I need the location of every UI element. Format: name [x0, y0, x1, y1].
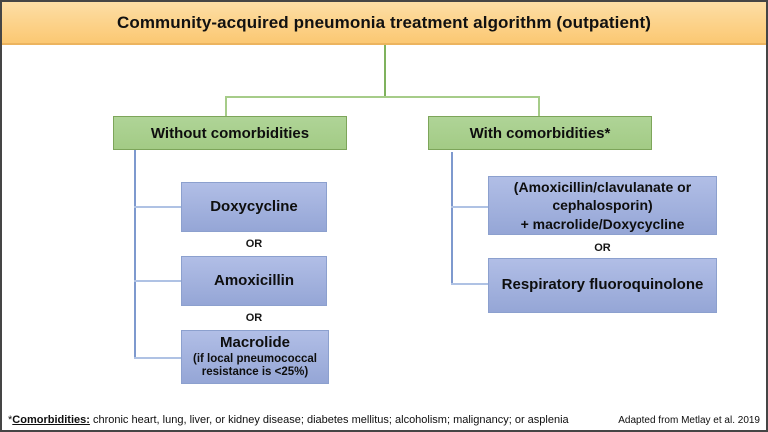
footnote-row: *Comorbidities: chronic heart, lung, liv… [8, 414, 760, 426]
connector-left-branch-2 [134, 280, 181, 282]
node-label: Macrolide [219, 333, 291, 351]
or-separator-left-2: OR [245, 312, 263, 324]
source-attribution: Adapted from Metlay et al. 2019 [618, 415, 760, 426]
node-macrolide: Macrolide (if local pneumococcal resista… [181, 330, 329, 384]
connector-branch-horizontal [225, 96, 540, 98]
node-label: Respiratory fluoroquinolone [501, 276, 704, 294]
title-banner: Community-acquired pneumonia treatment a… [2, 2, 766, 45]
or-separator-left-1: OR [245, 238, 263, 250]
or-separator-right: OR [594, 242, 611, 254]
node-doxycycline: Doxycycline [181, 182, 327, 232]
node-label-line3: + macrolide/Doxycycline [520, 215, 685, 232]
node-label: Doxycycline [210, 197, 298, 215]
footnote-term: Comorbidities: [12, 414, 90, 426]
node-with-comorbidities: With comorbidities* [428, 116, 652, 150]
connector-drop-right [538, 96, 540, 117]
node-amoxicillin: Amoxicillin [181, 256, 327, 306]
footnote-asterisk: * [8, 414, 13, 426]
node-label-line2: cephalosporin) [552, 197, 653, 214]
page-title: Community-acquired pneumonia treatment a… [116, 12, 652, 32]
node-without-comorbidities: Without comorbidities [113, 116, 347, 150]
node-amoxclav-cephalosporin-macrolide: (Amoxicillin/clavulanate or cephalospori… [488, 176, 717, 235]
connector-right-branch-2 [451, 283, 488, 285]
connector-right-branch-1 [451, 206, 488, 208]
connector-left-branch-1 [134, 206, 181, 208]
node-label: Amoxicillin [213, 271, 295, 289]
node-respiratory-fluoroquinolone: Respiratory fluoroquinolone [488, 258, 717, 313]
node-label: With comorbidities* [469, 124, 611, 142]
connector-right-trunk [451, 152, 453, 285]
node-condition-line2: resistance is <25%) [201, 366, 309, 379]
comorbidities-footnote: *Comorbidities: chronic heart, lung, liv… [8, 414, 569, 426]
connector-left-branch-3 [134, 357, 181, 359]
connector-drop-left [225, 96, 227, 117]
node-condition-line1: (if local pneumococcal [193, 352, 317, 365]
node-label-line1: (Amoxicillin/clavulanate or [513, 179, 692, 196]
connector-trunk-vertical [384, 45, 386, 97]
connector-left-trunk [134, 150, 136, 359]
node-label: Without comorbidities [150, 124, 310, 142]
footnote-text: chronic heart, lung, liver, or kidney di… [89, 414, 569, 426]
